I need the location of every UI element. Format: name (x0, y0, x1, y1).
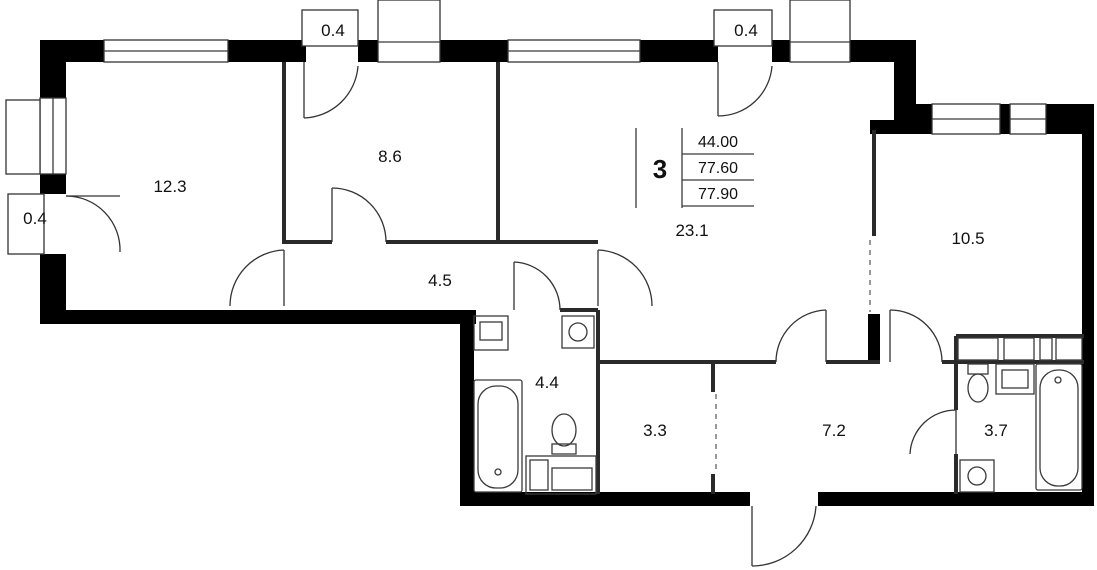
balcony-top-right (713, 9, 773, 47)
balcony-area-label: 0.4 (734, 21, 758, 40)
total-area-value: 77.60 (698, 160, 738, 177)
bathroom-fixtures (473, 315, 1083, 495)
room-area-label: 4.4 (535, 373, 559, 392)
balconies (7, 9, 773, 255)
living-area-value: 44.00 (698, 134, 738, 151)
balcony-area-label: 0.4 (321, 21, 345, 40)
windows (5, 0, 1047, 175)
apartment-info: 3 44.00 77.60 77.90 (635, 128, 754, 208)
exterior-walls (40, 40, 1094, 506)
window (377, 0, 441, 63)
room-area-label: 8.6 (378, 147, 402, 166)
washing-machine (959, 459, 995, 493)
bathtub (1035, 363, 1083, 491)
toilet (551, 413, 577, 447)
room-labels: 12.3 8.6 23.1 10.5 4.5 4.4 3.3 7.2 3.7 0… (23, 21, 1008, 440)
sink (995, 363, 1035, 395)
room-area-label: 12.3 (153, 177, 186, 196)
room-area-label: 4.5 (428, 271, 452, 290)
total-area-with-balconies-value: 77.90 (698, 186, 738, 203)
bathtub (473, 379, 523, 493)
sink (473, 315, 509, 351)
room-area-label: 7.2 (822, 421, 846, 440)
doors (65, 62, 957, 567)
toilet (967, 373, 989, 403)
partition-walls (282, 62, 1084, 494)
balcony-top-left (301, 9, 359, 47)
balcony-left (7, 193, 45, 255)
window (5, 99, 41, 175)
balcony-area-label: 0.4 (23, 209, 47, 228)
room-area-label: 3.7 (984, 421, 1008, 440)
rooms-count: 3 (653, 154, 667, 184)
room-area-label: 10.5 (951, 229, 984, 248)
washing-machine (561, 315, 595, 349)
room-area-label: 23.1 (675, 221, 708, 240)
room-area-label: 3.3 (643, 421, 667, 440)
window (789, 0, 851, 63)
